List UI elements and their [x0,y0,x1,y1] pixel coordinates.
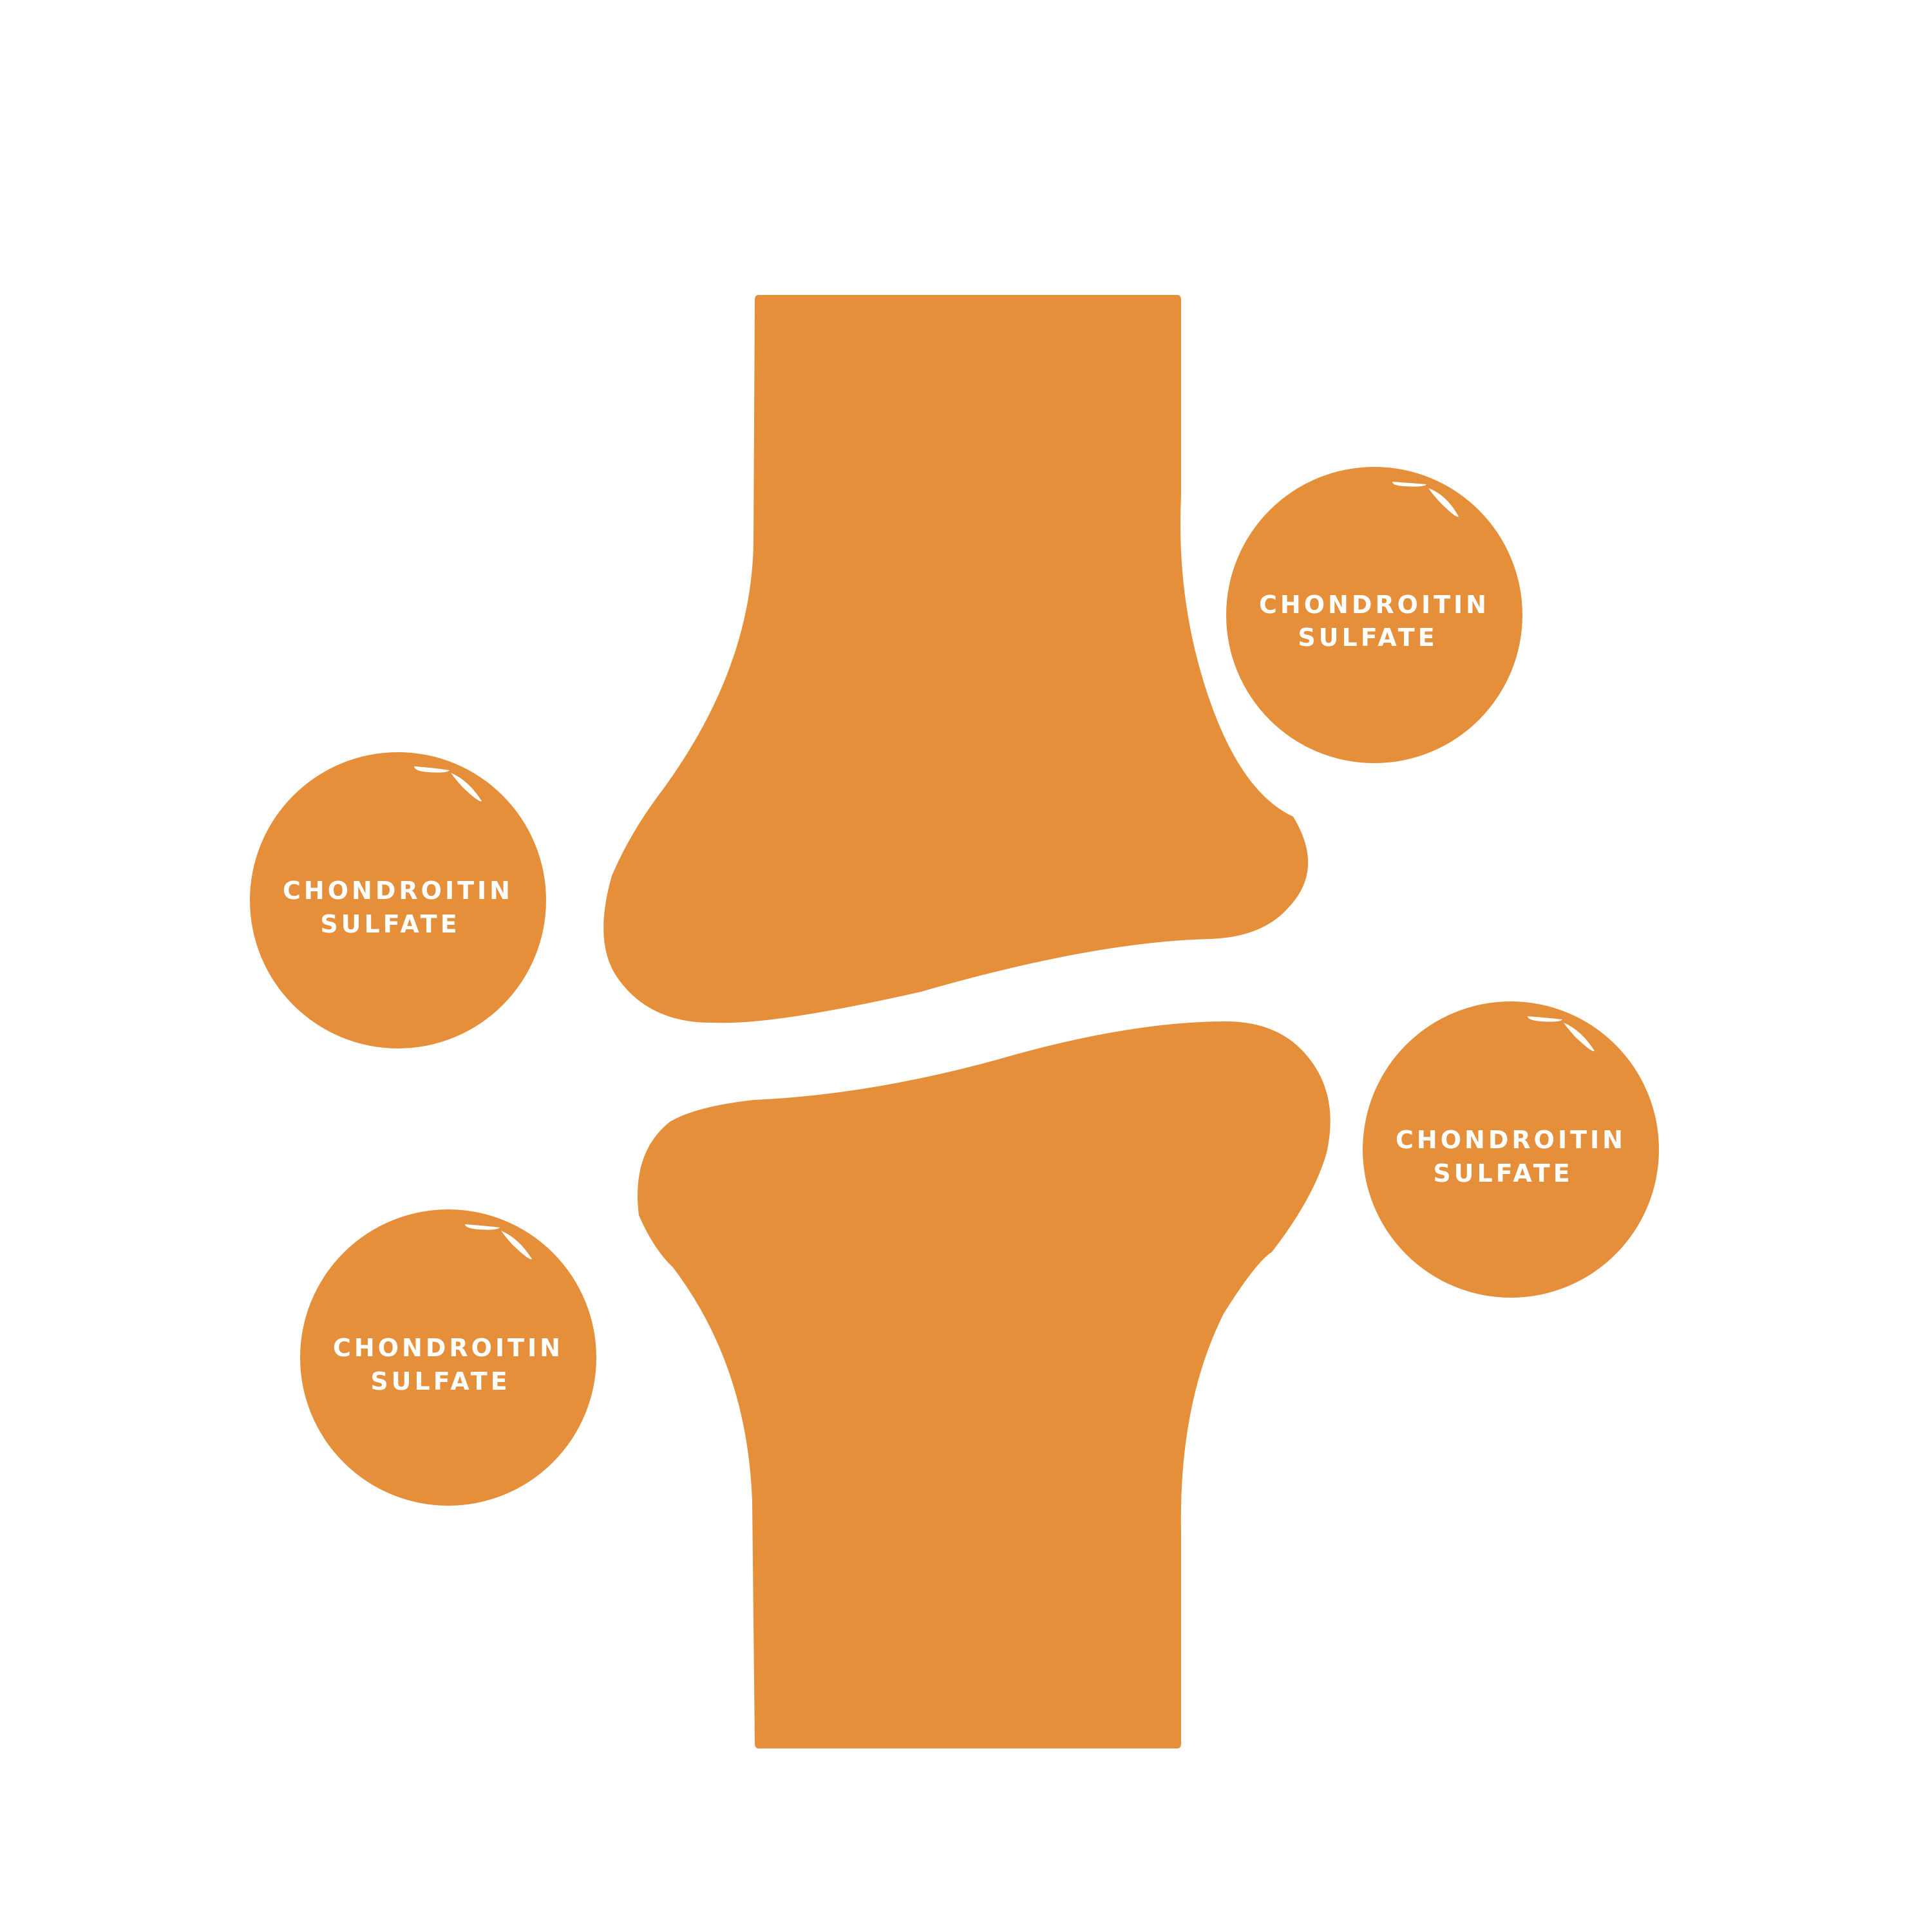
molecule-bubble [1226,467,1522,763]
molecule-label-line1: CHONDROITIN [1259,591,1490,619]
bubble-highlight [465,1224,500,1230]
lower-bone [638,1021,1331,1748]
molecule-label-line2: SULFATE [320,910,460,938]
bubble-highlight [1428,488,1459,517]
molecule-label-line2: SULFATE [1433,1159,1573,1188]
bubble-highlight [1564,1023,1595,1052]
bubble-highlight [414,766,450,773]
chondroitin-molecule-1: CHONDROITIN SULFATE [1226,467,1522,763]
bubble-highlight [1528,1016,1562,1022]
molecule-label-line2: SULFATE [1298,623,1437,652]
chondroitin-molecule-4: CHONDROITIN SULFATE [300,1209,596,1506]
molecule-bubble [300,1209,596,1506]
molecule-label-line1: CHONDROITIN [283,876,513,905]
molecule-bubble [250,752,546,1048]
upper-bone [603,295,1309,1023]
molecule-label-line1: CHONDROITIN [1396,1126,1626,1154]
molecule-bubble [1363,1001,1659,1298]
chondroitin-molecule-3: CHONDROITIN SULFATE [1363,1001,1659,1298]
bubble-highlight [451,773,482,802]
molecule-label-line2: SULFATE [370,1367,510,1396]
chondroitin-molecule-2: CHONDROITIN SULFATE [250,752,546,1048]
bubble-highlight [501,1231,532,1260]
bubble-highlight [1392,482,1426,487]
molecule-label-line1: CHONDROITIN [333,1334,564,1362]
